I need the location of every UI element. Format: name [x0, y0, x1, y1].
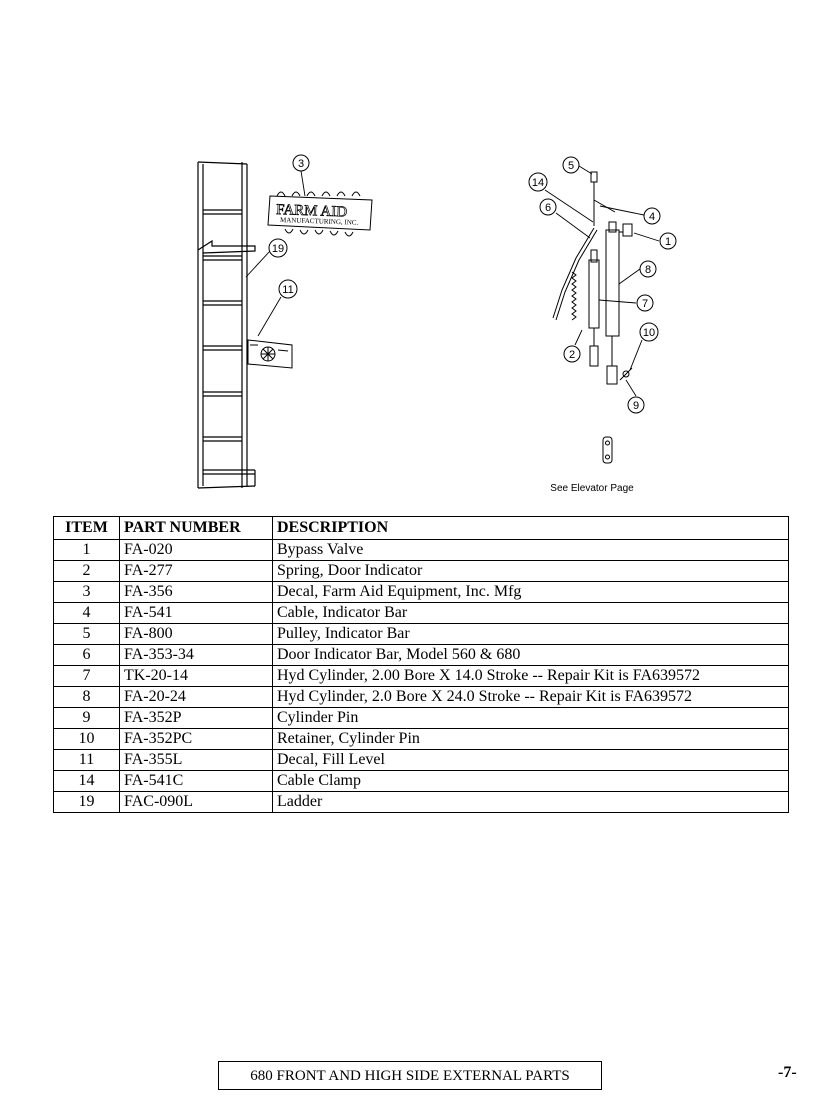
- callout-19: 19: [268, 238, 288, 258]
- svg-text:7: 7: [642, 298, 648, 310]
- cell-description: Cable Clamp: [272, 770, 789, 792]
- cell-description: Cable, Indicator Bar: [272, 602, 789, 624]
- callout-14: 14: [528, 172, 548, 192]
- cell-part-number: FA-541C: [119, 770, 273, 792]
- header-description: DESCRIPTION: [272, 516, 789, 540]
- callout-3: 3: [292, 154, 310, 172]
- cell-part-number: FA-277: [119, 560, 273, 582]
- callout-5: 5: [562, 156, 580, 174]
- cell-part-number: FAC-090L: [119, 791, 273, 813]
- callout-9: 9: [627, 396, 645, 414]
- parts-table-header: ITEM PART NUMBER DESCRIPTION: [53, 516, 789, 540]
- callout-8: 8: [639, 260, 657, 278]
- cell-part-number: FA-355L: [119, 749, 273, 771]
- svg-text:14: 14: [532, 177, 544, 189]
- cell-description: Pulley, Indicator Bar: [272, 623, 789, 645]
- table-row: 9 FA-352P Cylinder Pin: [53, 707, 789, 729]
- cell-item: 7: [53, 665, 120, 687]
- svg-text:1: 1: [665, 236, 671, 248]
- cell-description: Hyd Cylinder, 2.0 Bore X 24.0 Stroke -- …: [272, 686, 789, 708]
- cell-part-number: FA-800: [119, 623, 273, 645]
- ladder-rungs: [203, 209, 255, 475]
- table-row: 2 FA-277 Spring, Door Indicator: [53, 560, 789, 582]
- cell-description: Bypass Valve: [272, 539, 789, 561]
- table-row: 14 FA-541C Cable Clamp: [53, 770, 789, 792]
- table-row: 7 TK-20-14 Hyd Cylinder, 2.00 Bore X 14.…: [53, 665, 789, 687]
- ladder-drawing: [197, 161, 256, 489]
- table-row: 19 FAC-090L Ladder: [53, 791, 789, 813]
- svg-text:2: 2: [569, 349, 575, 361]
- callout-6: 6: [539, 198, 557, 216]
- cell-part-number: FA-356: [119, 581, 273, 603]
- callout-7: 7: [636, 294, 654, 312]
- svg-text:11: 11: [282, 284, 293, 296]
- table-row: 11 FA-355L Decal, Fill Level: [53, 749, 789, 771]
- header-item: ITEM: [53, 516, 120, 540]
- table-row: 5 FA-800 Pulley, Indicator Bar: [53, 623, 789, 645]
- parts-illustration: FARM AID MANUFACTURING, INC.: [197, 154, 677, 494]
- cell-description: Decal, Farm Aid Equipment, Inc. Mfg: [272, 581, 789, 603]
- svg-text:9: 9: [633, 400, 639, 412]
- parts-table: ITEM PART NUMBER DESCRIPTION 1 FA-020 By…: [53, 516, 789, 813]
- callout-2: 2: [563, 345, 581, 363]
- cell-description: Decal, Fill Level: [272, 749, 789, 771]
- cell-item: 5: [53, 623, 120, 645]
- see-elevator-note: See Elevator Page: [550, 483, 634, 494]
- cell-item: 14: [53, 770, 120, 792]
- cell-description: Door Indicator Bar, Model 560 & 680: [272, 644, 789, 666]
- cell-part-number: FA-352P: [119, 707, 273, 729]
- header-part-number: PART NUMBER: [119, 516, 273, 540]
- callout-4: 4: [643, 207, 661, 225]
- cell-item: 19: [53, 791, 120, 813]
- table-row: 3 FA-356 Decal, Farm Aid Equipment, Inc.…: [53, 581, 789, 603]
- cell-item: 11: [53, 749, 120, 771]
- table-row: 1 FA-020 Bypass Valve: [53, 539, 789, 561]
- decal-brand-text: FARM AID: [276, 202, 348, 220]
- fill-level-decal: [247, 339, 293, 369]
- cell-item: 9: [53, 707, 120, 729]
- cell-part-number: FA-352PC: [119, 728, 273, 750]
- cell-item: 10: [53, 728, 120, 750]
- table-row: 8 FA-20-24 Hyd Cylinder, 2.0 Bore X 24.0…: [53, 686, 789, 708]
- cell-part-number: FA-20-24: [119, 686, 273, 708]
- callout-10: 10: [639, 322, 659, 342]
- cell-description: Hyd Cylinder, 2.00 Bore X 14.0 Stroke --…: [272, 665, 789, 687]
- cell-item: 6: [53, 644, 120, 666]
- cell-description: Retainer, Cylinder Pin: [272, 728, 789, 750]
- table-row: 6 FA-353-34 Door Indicator Bar, Model 56…: [53, 644, 789, 666]
- svg-text:10: 10: [643, 327, 655, 339]
- svg-text:8: 8: [645, 264, 651, 276]
- cell-item: 4: [53, 602, 120, 624]
- svg-text:6: 6: [545, 202, 551, 214]
- cell-item: 2: [53, 560, 120, 582]
- cell-part-number: FA-353-34: [119, 644, 273, 666]
- cell-item: 3: [53, 581, 120, 603]
- table-row: 10 FA-352PC Retainer, Cylinder Pin: [53, 728, 789, 750]
- table-row: 4 FA-541 Cable, Indicator Bar: [53, 602, 789, 624]
- cell-item: 8: [53, 686, 120, 708]
- callout-11: 11: [278, 279, 298, 299]
- decal-line2-text: MANUFACTURING, INC.: [280, 216, 359, 227]
- cell-item: 1: [53, 539, 120, 561]
- parts-diagram: FARM AID MANUFACTURING, INC.: [0, 0, 819, 500]
- cell-description: Ladder: [272, 791, 789, 813]
- cell-description: Spring, Door Indicator: [272, 560, 789, 582]
- page-number: -7-: [778, 1064, 797, 1081]
- cell-part-number: FA-020: [119, 539, 273, 561]
- cell-part-number: FA-541: [119, 602, 273, 624]
- svg-text:4: 4: [649, 211, 655, 223]
- svg-text:19: 19: [272, 243, 284, 255]
- cell-part-number: TK-20-14: [119, 665, 273, 687]
- svg-text:5: 5: [568, 160, 574, 172]
- hydraulic-assembly-drawing: [552, 171, 633, 464]
- svg-text:3: 3: [298, 158, 304, 170]
- farm-aid-decal: FARM AID MANUFACTURING, INC.: [267, 191, 373, 237]
- callout-1: 1: [659, 232, 677, 250]
- page-footer-title: 680 FRONT AND HIGH SIDE EXTERNAL PARTS: [218, 1061, 602, 1090]
- cell-description: Cylinder Pin: [272, 707, 789, 729]
